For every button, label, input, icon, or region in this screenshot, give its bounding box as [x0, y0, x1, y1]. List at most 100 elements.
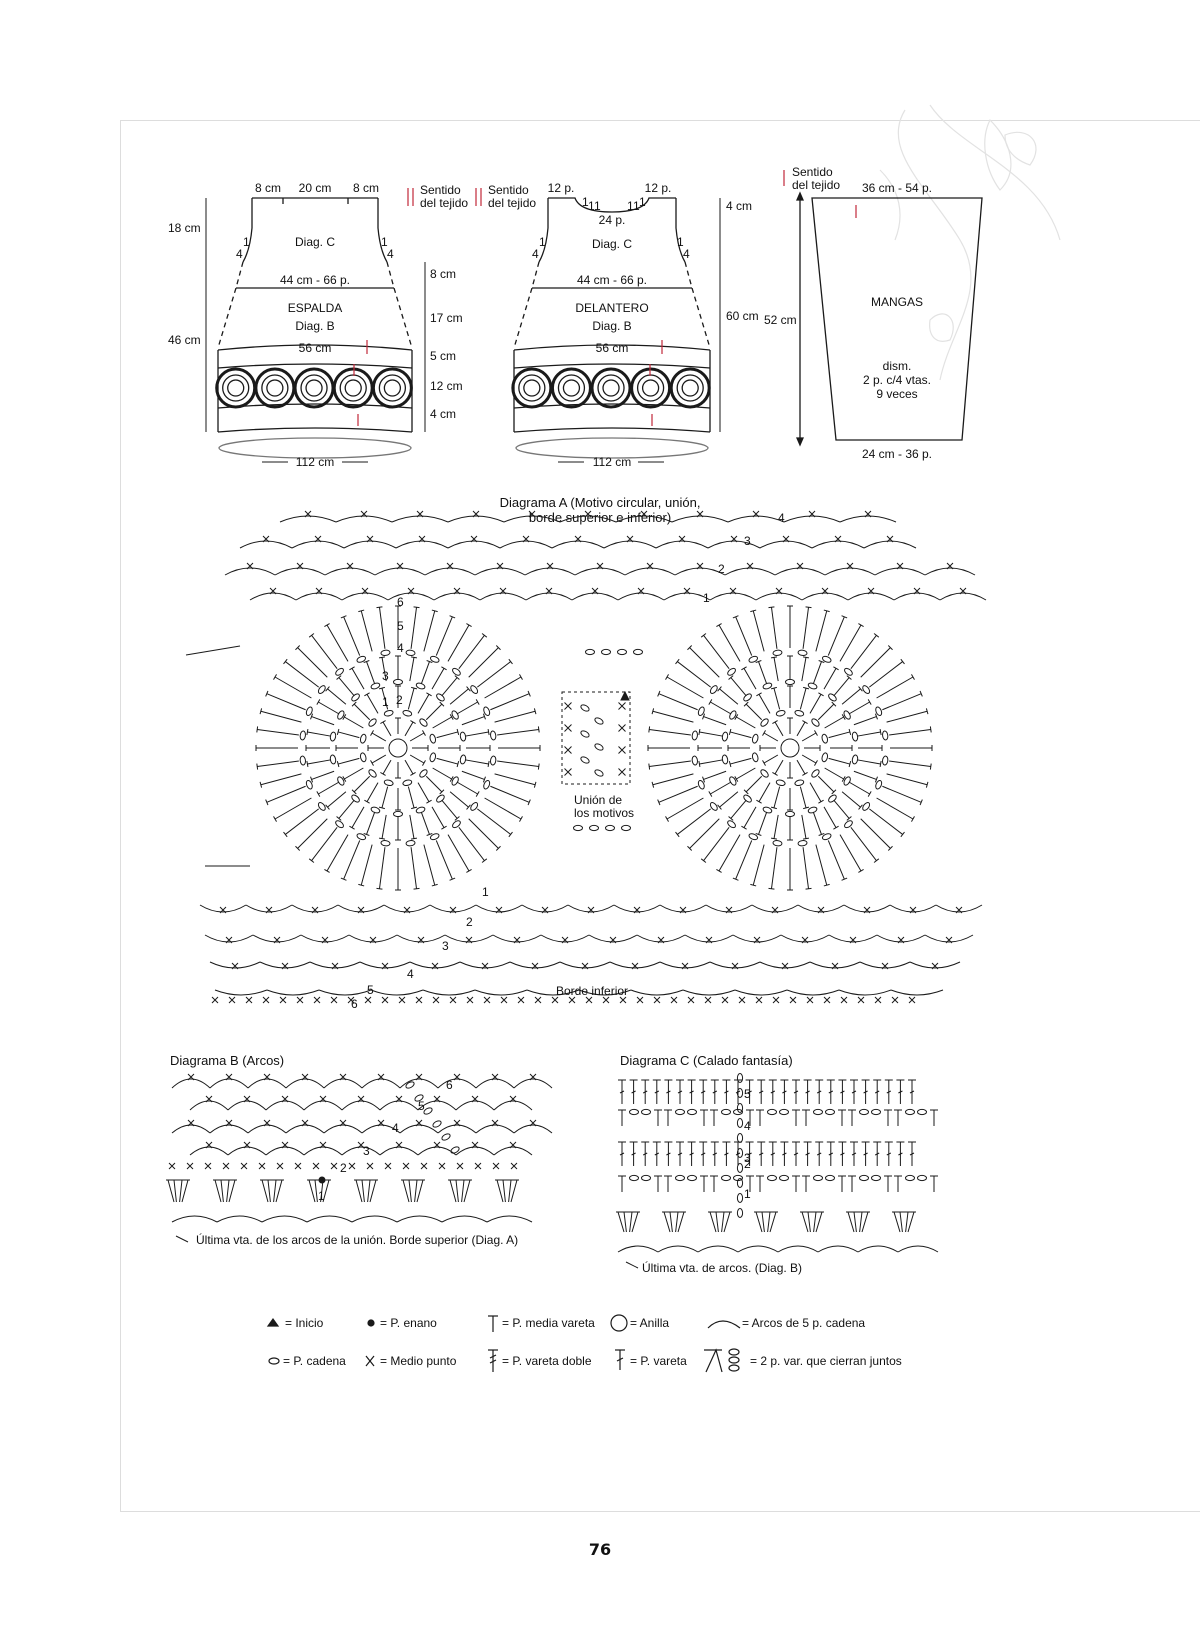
sleeve-bottom-width: 24 cm - 36 p.	[862, 447, 932, 461]
treble-stitch-mark	[382, 721, 392, 737]
treble-stitch-top	[831, 701, 837, 707]
top-row-number: 4	[778, 511, 785, 525]
treble-stitch-top	[756, 692, 762, 697]
dc-stitch-bar	[724, 1152, 729, 1156]
treble-stitch-top	[537, 726, 540, 733]
single-crochet-mark	[418, 535, 426, 543]
chain-stitch-mark	[772, 649, 783, 656]
cluster-stitch-mark	[899, 1211, 903, 1233]
treble-stitch-mark	[718, 624, 741, 662]
treble-stitch-mark	[773, 687, 781, 710]
single-crochet-mark	[529, 1119, 537, 1127]
single-crochet-mark	[591, 587, 599, 595]
chain-stitch-mark	[585, 648, 595, 656]
chain-arc	[209, 1078, 249, 1089]
treble-stitch-mark	[409, 657, 415, 682]
cluster-stitch-mark	[715, 1211, 719, 1233]
single-crochet-mark	[366, 535, 374, 543]
treble-stitch-top	[410, 720, 416, 724]
chain-stitch-mark	[629, 1108, 639, 1116]
single-crochet-mark	[279, 996, 287, 1004]
treble-stitch-mark	[311, 770, 335, 780]
single-crochet-mark	[696, 562, 704, 570]
treble-stitch-top	[755, 832, 762, 836]
treble-stitch-top	[482, 776, 486, 783]
chain-stitch-mark	[429, 733, 437, 744]
treble-stitch-mark	[494, 773, 536, 786]
cluster-stitch-mark	[220, 1179, 224, 1203]
single-crochet-mark	[670, 996, 678, 1004]
chain-arc	[525, 592, 573, 601]
cluster-stitch-mark	[623, 1211, 627, 1233]
treble-stitch-top	[310, 713, 314, 720]
dc-stitch-bar	[712, 1152, 718, 1156]
single-crochet-mark	[321, 936, 329, 944]
treble-stitch-mark	[484, 797, 522, 820]
chain-arc	[396, 934, 446, 943]
single-crochet-mark	[377, 1073, 385, 1081]
single-crochet-mark	[725, 906, 733, 914]
single-crochet-mark	[857, 996, 865, 1004]
chain-stitch-mark	[727, 820, 736, 829]
single-crochet-mark	[846, 562, 854, 570]
band-motif-ring	[222, 374, 250, 402]
chain-stitch-mark	[359, 733, 367, 744]
treble-stitch-top	[325, 804, 330, 810]
chain-stitch-mark	[736, 1133, 744, 1143]
treble-stitch-mark	[407, 786, 415, 809]
single-crochet-mark	[225, 936, 233, 944]
legend-text: = Anilla	[630, 1316, 669, 1330]
back-decrease-mark: 1	[243, 235, 250, 249]
chain-stitch-mark	[405, 840, 416, 847]
dc-stitch-bar	[724, 1090, 729, 1094]
motif-round-number: 6	[397, 595, 404, 609]
treble-stitch-top	[823, 883, 830, 887]
treble-stitch-mark	[758, 661, 768, 685]
single-crochet-mark	[347, 996, 355, 1004]
motif-round-number: 3	[382, 669, 389, 683]
treble-stitch-mark	[484, 676, 522, 699]
chain-arc	[724, 567, 776, 576]
single-crochet-mark	[568, 996, 576, 1004]
chain-arc	[684, 934, 734, 943]
chain-arc	[379, 1100, 419, 1111]
chain-arc	[705, 904, 753, 913]
motif-center-ring	[780, 738, 800, 758]
chain-stitch-mark	[337, 776, 345, 786]
chain-arc	[755, 592, 803, 601]
chain-arc	[285, 1078, 325, 1089]
single-crochet-mark	[471, 1095, 479, 1103]
single-crochet-mark	[637, 587, 645, 595]
dc-stitch-bar	[770, 1090, 776, 1094]
treble-stitch-mark	[856, 759, 881, 765]
chain-arc	[786, 989, 840, 996]
front-shoulder-stitches-left: 12 p.	[548, 181, 575, 195]
single-crochet-mark	[561, 936, 569, 944]
chain-arc	[863, 540, 917, 549]
treble-stitch-mark	[839, 624, 862, 662]
chain-stitch-mark	[393, 810, 403, 818]
dc-stitch-bar	[758, 1090, 764, 1094]
single-crochet-mark	[817, 906, 825, 914]
treble-stitch-mark	[773, 657, 779, 682]
chain-arc	[935, 904, 983, 913]
treble-stitch-top	[336, 675, 342, 680]
treble-stitch-top	[426, 799, 432, 804]
treble-stitch-mark	[420, 811, 430, 835]
front-band-width: 56 cm	[596, 341, 629, 355]
treble-stitch-top	[422, 760, 426, 766]
chain-arc	[475, 1078, 515, 1089]
treble-stitch-mark	[366, 811, 376, 835]
cluster-stitch-mark	[228, 1179, 236, 1203]
cluster-stitch-mark	[755, 1211, 763, 1233]
cluster-stitch-mark	[502, 1179, 506, 1203]
single-crochet-mark	[631, 962, 639, 970]
cluster-stitch-mark	[461, 1179, 465, 1203]
treble-stitch-top	[818, 660, 825, 664]
treble-stitch-mark	[745, 703, 763, 721]
treble-stitch-mark	[360, 610, 373, 652]
treble-stitch-mark	[435, 840, 453, 880]
dc-stitch-bar	[735, 1090, 741, 1094]
treble-stitch-mark	[758, 694, 771, 714]
treble-stitch-top	[306, 728, 309, 736]
